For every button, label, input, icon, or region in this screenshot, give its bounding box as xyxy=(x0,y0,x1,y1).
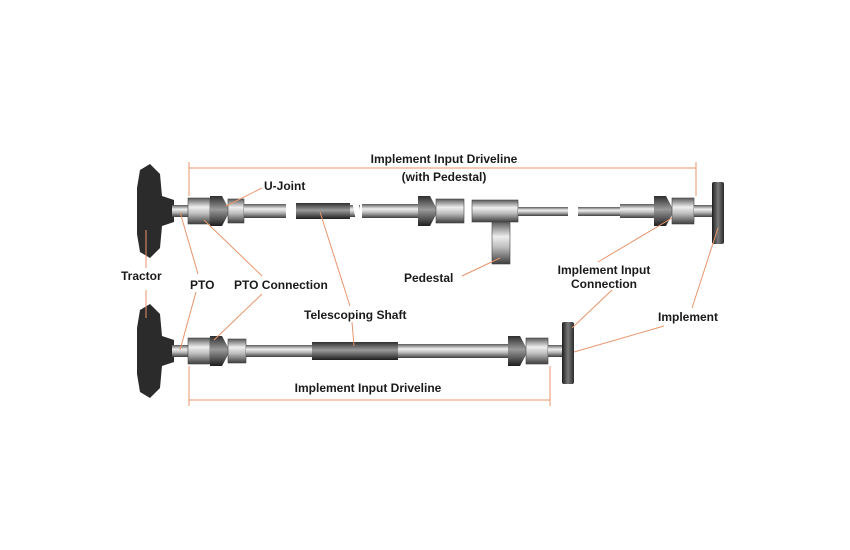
u-joint-yoke-top-right xyxy=(671,197,695,225)
leader-implement-input-bottom xyxy=(571,289,613,329)
shaft-break-top-1 xyxy=(286,202,296,220)
u-joint-cross-bottom-right xyxy=(508,336,528,366)
label-tractor: Tractor xyxy=(121,269,162,283)
implement-disc-bottom xyxy=(562,322,574,384)
u-joint-yoke-bottom-left2 xyxy=(227,338,247,364)
label-telescoping-shaft: Telescoping Shaft xyxy=(304,308,407,322)
u-joint-yoke-top-left xyxy=(187,197,211,225)
label-pto: PTO xyxy=(190,278,215,292)
leader-pto-top xyxy=(179,211,199,275)
leader-pto-bottom xyxy=(179,291,197,351)
telescoping-section-bottom xyxy=(312,342,398,360)
implement-stub-top xyxy=(694,205,714,217)
implement-stub-bottom xyxy=(548,345,564,357)
label-pto-connection: PTO Connection xyxy=(234,278,328,292)
label-pedestal: Pedestal xyxy=(404,271,454,285)
pedestal-housing xyxy=(471,199,519,223)
label-top-driveline: Implement Input Driveline xyxy=(371,152,518,166)
shaft-tube-bottom-2 xyxy=(398,344,508,358)
label-implement-input-connection-2: Connection xyxy=(571,277,637,291)
label-top-driveline-line1: Implement Input Driveline xyxy=(370,152,518,166)
leader-telescoping-top xyxy=(319,211,351,307)
tractor-hub-bottom xyxy=(137,304,174,398)
label-bottom-driveline: Implement Input Driveline xyxy=(294,381,442,395)
u-joint-cross-bottom-left xyxy=(210,336,230,366)
pto-stub-bottom xyxy=(172,345,188,357)
label-top-driveline-line2: (with Pedestal) xyxy=(401,170,487,184)
shaft-tube-top-5 xyxy=(578,207,620,216)
leader-lines xyxy=(145,162,719,406)
shaft-tube-top-1 xyxy=(244,204,286,218)
implement-disc-top xyxy=(712,182,724,244)
shaft-tube-bottom-1 xyxy=(246,345,312,357)
shaft-tube-top-6 xyxy=(620,204,654,218)
leader-telescoping-bottom xyxy=(351,321,355,347)
leader-pto-connection-bottom xyxy=(213,293,263,341)
u-joint-yoke-top-left2 xyxy=(227,198,245,224)
u-joint-yoke-bottom-right xyxy=(525,337,549,365)
label-u-joint: U-Joint xyxy=(264,179,306,193)
u-joint-cross-top-left xyxy=(210,196,230,226)
leader-implement-bottom xyxy=(573,325,665,353)
leader-pto-connection-top xyxy=(203,219,263,277)
label-top-driveline-sub: (with Pedestal) xyxy=(402,170,487,184)
pto-stub-top xyxy=(172,205,188,217)
leader-pedestal xyxy=(461,257,501,277)
leader-u-joint xyxy=(225,187,263,207)
tractor-hub-top xyxy=(137,164,174,258)
leader-implement-input-top xyxy=(597,217,673,263)
label-implement: Implement xyxy=(658,310,719,324)
pedestal-leg xyxy=(491,221,511,265)
shaft-tube-top-4 xyxy=(518,207,568,216)
u-joint-yoke-top-mid xyxy=(435,198,465,224)
telescoping-section-top xyxy=(296,203,350,219)
shaft-break-top-3 xyxy=(568,203,578,220)
u-joint-cross-top-right xyxy=(654,196,674,226)
label-implement-input-connection-1: Implement Input xyxy=(557,263,651,277)
u-joint-yoke-bottom-left xyxy=(187,337,211,365)
u-joint-cross-top-mid xyxy=(418,196,438,226)
shaft-break-top-2 xyxy=(352,201,362,221)
shaft-tube-top-3 xyxy=(362,204,418,218)
leader-implement-top xyxy=(691,227,719,309)
